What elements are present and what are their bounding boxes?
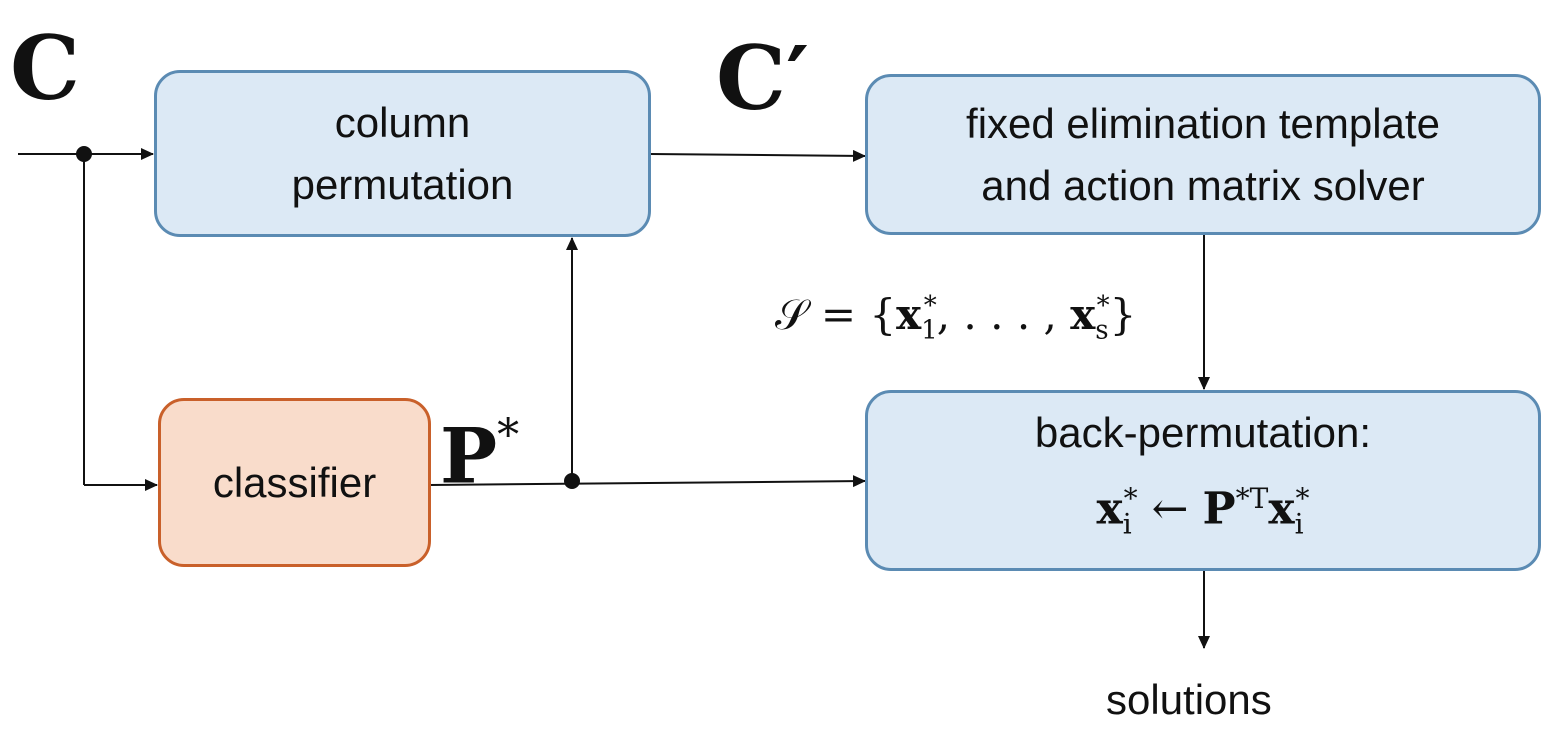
- eq-rhs-sup: *: [1295, 481, 1310, 515]
- solution-set-first-star: *: [923, 291, 937, 321]
- eq-rhs-sub: i: [1294, 507, 1304, 541]
- solution-set-label: 𝒮 = {x1*, . . . , xs*}: [775, 276, 1136, 360]
- solution-set-dots: , . . . ,: [936, 290, 1071, 339]
- solver-box: fixed elimination template and action ma…: [865, 74, 1541, 235]
- eq-lhs-var: x: [1096, 483, 1123, 535]
- solver-line2: and action matrix solver: [981, 161, 1425, 209]
- eq-lhs-sup: *: [1123, 481, 1138, 515]
- solution-set-var-first: x: [896, 290, 922, 339]
- input-matrix-label: C: [10, 18, 80, 118]
- column-permutation-line1: column: [334, 98, 471, 146]
- p-star-junction-dot: [564, 473, 580, 489]
- permuted-matrix-label: C′: [716, 28, 809, 128]
- solution-set-last-sub: s: [1095, 315, 1109, 346]
- back-permutation-equation: xi* ← P*Txi*: [1096, 464, 1309, 559]
- solution-set-var-last: x: [1070, 290, 1096, 339]
- back-permutation-title: back-permutation:: [1034, 408, 1372, 456]
- solution-set-last-star: *: [1096, 291, 1110, 321]
- c-symbol: C: [10, 16, 81, 120]
- back-permutation-box: back-permutation: xi* ← P*Txi*: [865, 390, 1541, 571]
- column-permutation-line2: permutation: [291, 160, 514, 208]
- eq-arrow: ←: [1151, 483, 1189, 535]
- eq-mid-var: P: [1202, 483, 1236, 535]
- eq-mid-sup: *T: [1235, 481, 1269, 515]
- eq-rhs-var: x: [1268, 483, 1295, 535]
- solutions-label: solutions: [1106, 676, 1272, 723]
- input-junction-dot: [76, 146, 92, 162]
- classifier-box: classifier: [158, 398, 431, 567]
- eq-lhs-sub: i: [1122, 507, 1132, 541]
- solver-line1: fixed elimination template: [966, 99, 1440, 147]
- p-star-sup: *: [497, 410, 520, 461]
- permutation-label: P*: [440, 392, 519, 506]
- p-symbol: P: [440, 411, 498, 501]
- c-prime-arrow: [649, 149, 866, 162]
- solution-set-close: }: [1109, 290, 1137, 339]
- solution-set-first-sub: 1: [921, 315, 938, 346]
- solution-set-lhs: 𝒮 = {: [775, 290, 897, 339]
- column-permutation-box: column permutation: [154, 70, 651, 237]
- p-star-arrow: [429, 475, 866, 488]
- classifier-label: classifier: [212, 458, 377, 506]
- c-prime-symbol: C′: [716, 26, 810, 130]
